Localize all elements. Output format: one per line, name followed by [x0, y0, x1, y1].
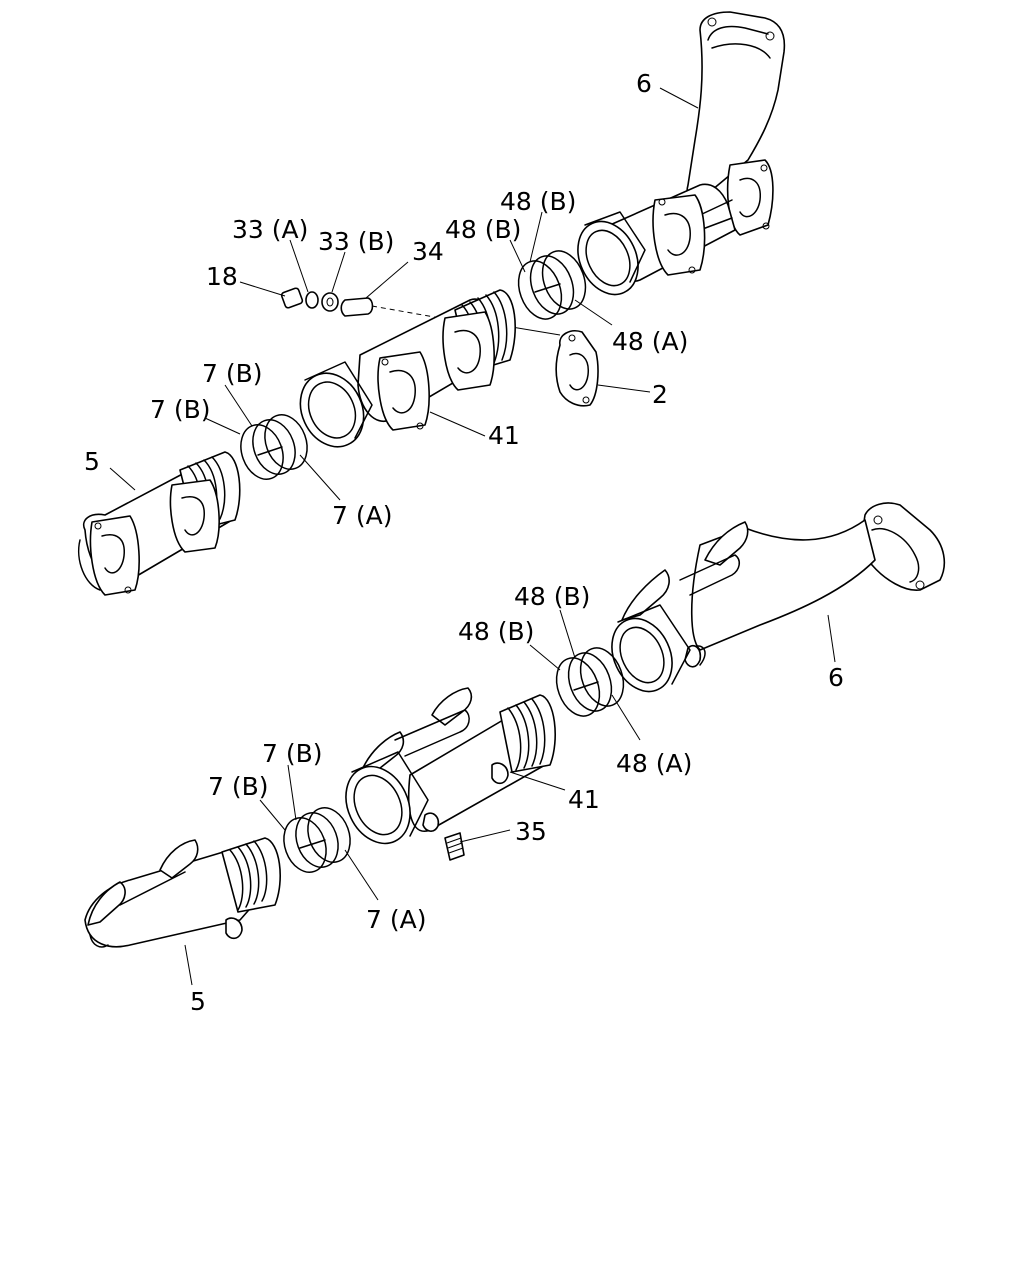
label-41-bottom: 41	[568, 785, 600, 814]
label-48a-bottom: 48 (A)	[616, 749, 692, 778]
label-7b-bottom-1: 7 (B)	[262, 739, 323, 768]
label-7b-top-1: 7 (B)	[202, 359, 263, 388]
label-6-bottom: 6	[828, 663, 844, 692]
label-5-bottom: 5	[190, 987, 206, 1016]
top-gasket-2	[499, 324, 599, 407]
bottom-rings-7	[283, 807, 351, 873]
bottom-pipe-41	[345, 687, 556, 845]
top-assembly: 6 48 (B) 48 (B) 33 (A) 33 (B) 34 18 48 (…	[78, 11, 786, 596]
top-small-parts	[280, 287, 441, 319]
label-7a-top: 7 (A)	[332, 501, 392, 530]
bottom-bolt-35	[444, 832, 465, 861]
label-48b-top-1: 48 (B)	[500, 187, 576, 216]
label-35-bottom: 35	[515, 817, 547, 846]
label-7b-bottom-2: 7 (B)	[208, 772, 269, 801]
top-rings-7	[240, 414, 308, 480]
label-18-top: 18	[206, 262, 238, 291]
label-34-top: 34	[412, 237, 444, 266]
bottom-pipe-5	[84, 837, 281, 948]
top-leader-lines	[109, 87, 699, 501]
label-48a-top: 48 (A)	[612, 327, 688, 356]
top-pipe-5	[78, 451, 241, 596]
bottom-pipe-6	[611, 502, 946, 693]
label-48b-top-2: 48 (B)	[445, 215, 521, 244]
bottom-labels: 48 (B) 48 (B) 6 48 (A) 7 (B) 7 (B) 41 35…	[190, 582, 844, 1016]
label-5-top: 5	[84, 447, 100, 476]
label-41-top: 41	[488, 421, 520, 450]
bottom-leader-lines	[184, 609, 836, 986]
label-48b-bottom-2: 48 (B)	[458, 617, 534, 646]
label-2-top: 2	[652, 380, 668, 409]
bottom-assembly: 48 (B) 48 (B) 6 48 (A) 7 (B) 7 (B) 41 35…	[84, 502, 946, 1016]
label-33b-top: 33 (B)	[318, 227, 394, 256]
label-6-top: 6	[636, 69, 652, 98]
label-33a-top: 33 (A)	[232, 215, 308, 244]
top-labels: 6 48 (B) 48 (B) 33 (A) 33 (B) 34 18 48 (…	[84, 69, 688, 530]
bottom-rings-48	[555, 647, 625, 717]
top-pipe-41	[299, 289, 516, 448]
top-pipe-6	[577, 11, 786, 296]
label-48b-bottom-1: 48 (B)	[514, 582, 590, 611]
label-7b-top-2: 7 (B)	[150, 395, 211, 424]
label-7a-bottom: 7 (A)	[366, 905, 426, 934]
